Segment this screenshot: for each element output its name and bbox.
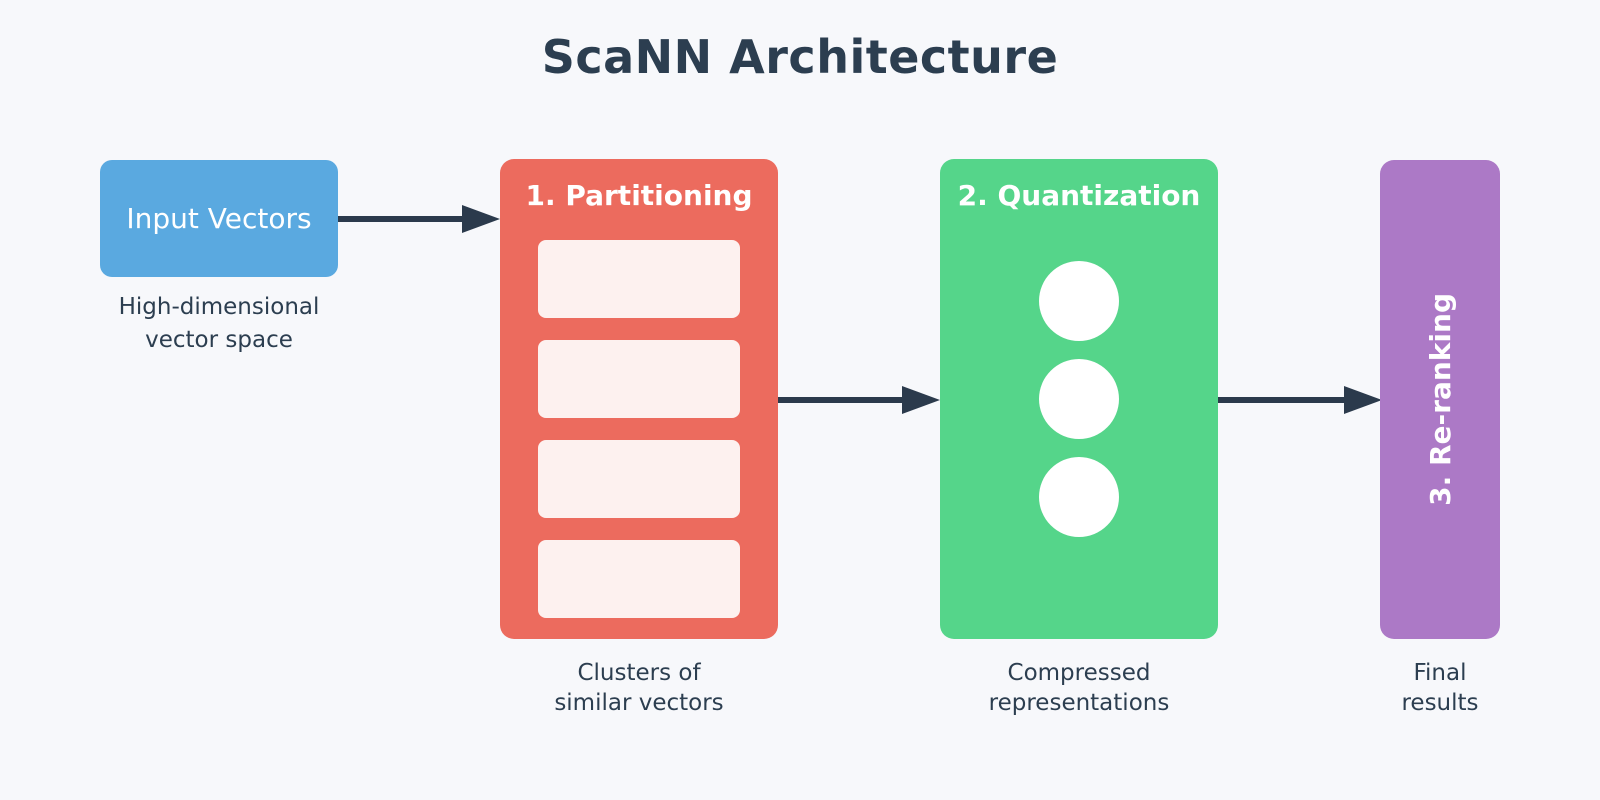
quantization-dot [1039, 359, 1119, 439]
cluster-box [538, 340, 740, 418]
arrowhead-icon [462, 205, 500, 233]
caption-line: similar vectors [554, 690, 724, 716]
input-vectors-node: Input Vectors [100, 160, 338, 277]
cluster-box [538, 240, 740, 318]
arrow-input-to-partitioning [338, 216, 464, 222]
reranking-node: 3. Re-ranking [1380, 160, 1500, 639]
arrowhead-icon [1344, 386, 1382, 414]
quantization-node: 2. Quantization [940, 159, 1218, 639]
arrowhead-icon [902, 386, 940, 414]
arrow-quantization-to-reranking [1218, 397, 1346, 403]
partitioning-label: 1. Partitioning [525, 179, 753, 212]
quantization-dot [1039, 261, 1119, 341]
cluster-stack [538, 240, 740, 618]
quantization-dot [1039, 457, 1119, 537]
diagram-title: ScaNN Architecture [541, 30, 1059, 84]
arrow-partitioning-to-quantization [778, 397, 904, 403]
cluster-box [538, 440, 740, 518]
caption-line: representations [988, 690, 1170, 716]
caption-line: Final [1413, 660, 1467, 686]
reranking-caption: Final results [1340, 658, 1540, 718]
input-vectors-caption: High-dimensional vector space [60, 291, 378, 357]
dot-stack [940, 261, 1218, 537]
partitioning-node: 1. Partitioning [500, 159, 778, 639]
quantization-caption: Compressed representations [940, 658, 1218, 718]
reranking-label: 3. Re-ranking [1423, 293, 1457, 506]
caption-line: Clusters of [577, 660, 701, 686]
caption-line: Compressed [1007, 660, 1151, 686]
input-vectors-label: Input Vectors [126, 202, 312, 235]
cluster-box [538, 540, 740, 618]
caption-line: vector space [145, 327, 293, 353]
quantization-label: 2. Quantization [957, 179, 1201, 212]
caption-line: results [1401, 690, 1479, 716]
caption-line: High-dimensional [118, 294, 320, 320]
partitioning-caption: Clusters of similar vectors [500, 658, 778, 718]
